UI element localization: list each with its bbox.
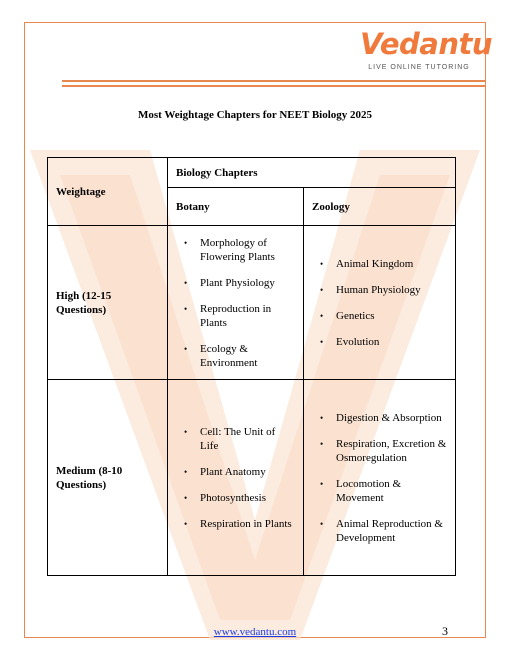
list-item: Animal Kingdom [312,257,447,271]
logo-tagline: LIVE ONLINE TUTORING [368,64,470,71]
header-rule-top [62,80,486,82]
list-item: Digestion & Absorption [312,411,447,425]
weightage-cell: Medium (8-10 Questions) [47,379,168,576]
weightage-header: Weightage [47,157,168,226]
list-item: Cell: The Unit of Life [176,425,295,453]
botany-cell: Morphology of Flowering Plants Plant Phy… [167,225,304,380]
list-item: Reproduction in Plants [176,302,295,330]
botany-list: Morphology of Flowering Plants Plant Phy… [176,236,295,370]
header-rule-bottom [62,85,486,87]
list-item: Locomotion & Movement [312,477,447,505]
list-item: Human Physiology [312,283,447,297]
table-row-medium: Medium (8-10 Questions) Cell: The Unit o… [47,379,456,576]
list-item: Photosynthesis [176,491,295,505]
list-item: Genetics [312,309,447,323]
botany-header: Botany [167,187,304,226]
botany-list: Cell: The Unit of Life Plant Anatomy Pho… [176,425,295,531]
list-item: Plant Anatomy [176,465,295,479]
weightage-cell: High (12-15 Questions) [47,225,168,380]
botany-cell: Cell: The Unit of Life Plant Anatomy Pho… [167,379,304,576]
list-item: Evolution [312,335,447,349]
table-subheader-row: Botany Zoology [48,187,456,226]
table-header-row: Weightage Biology Chapters [47,157,456,226]
table-row-high: High (12-15 Questions) Morphology of Flo… [47,225,456,380]
logo-wordmark: Vedantu [360,27,492,61]
page-number: 3 [442,624,448,638]
vedantu-logo: Vedantu LIVE ONLINE TUTORING [360,26,492,82]
website-link[interactable]: www.vedantu.com [213,626,297,638]
zoology-list: Digestion & Absorption Respiration, Excr… [312,411,447,545]
chapters-table: Weightage Biology Chapters Botany Zoolog… [47,157,456,576]
list-item: Respiration, Excretion & Osmoregulation [312,437,447,465]
list-item: Plant Physiology [176,276,295,290]
zoology-header: Zoology [303,187,456,226]
list-item: Ecology & Environment [176,342,295,370]
list-item: Respiration in Plants [176,517,295,531]
zoology-list: Animal Kingdom Human Physiology Genetics… [312,257,447,349]
list-item: Morphology of Flowering Plants [176,236,295,264]
zoology-cell: Digestion & Absorption Respiration, Excr… [303,379,456,576]
page-title: Most Weightage Chapters for NEET Biology… [137,109,373,121]
list-item: Animal Reproduction & Development [312,517,447,545]
zoology-cell: Animal Kingdom Human Physiology Genetics… [303,225,456,380]
biology-chapters-header: Biology Chapters [167,157,456,188]
